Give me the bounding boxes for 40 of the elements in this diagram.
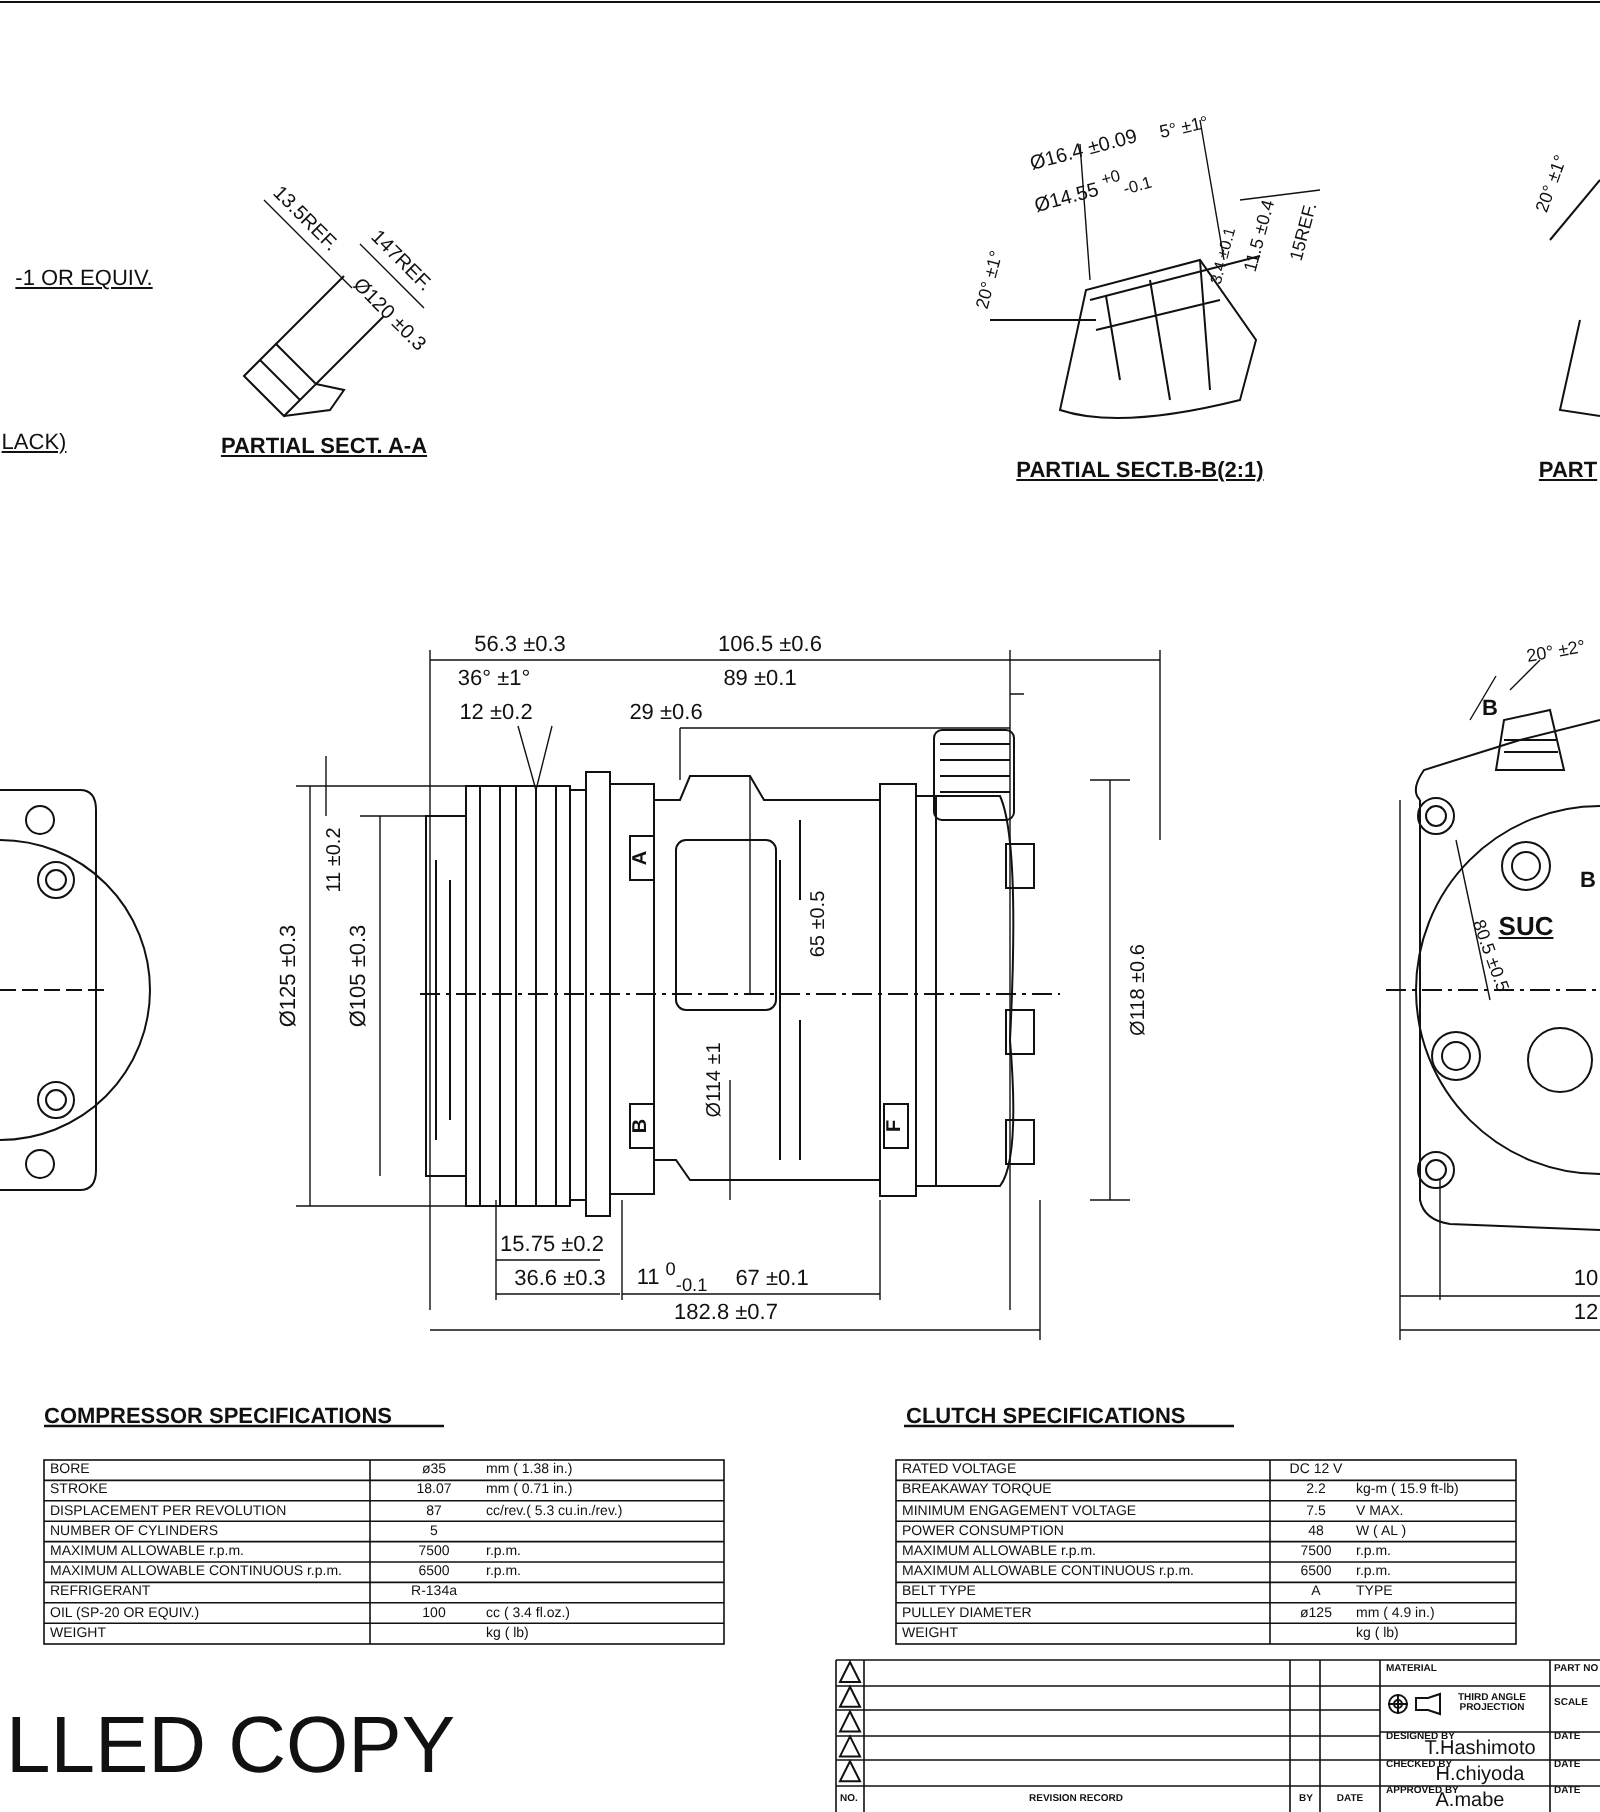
section-title: PARTIAL SECT.B-B(2:1) <box>1016 461 1264 483</box>
dimension-label: 106.5 ±0.6 <box>718 635 822 657</box>
dimension-label: 29 ±0.6 <box>629 703 703 725</box>
dimension-label: 12 ±0.2 <box>459 703 533 725</box>
dimension-label: 15.75 ±0.2 <box>500 1235 604 1257</box>
part-letter: A <box>632 850 652 866</box>
signature-name: T.Hashimoto <box>1424 1740 1536 1760</box>
signature-name: A.mabe <box>1435 1792 1505 1812</box>
part-letter: F <box>886 1119 906 1133</box>
dimension-label: Ø118 ±0.6 <box>1130 944 1150 1036</box>
table-title: CLUTCH SPECIFICATIONS <box>906 1407 1186 1429</box>
section-title: PART <box>1538 461 1598 483</box>
dimension-label: Ø125 ±0.3 <box>279 924 301 1028</box>
dimension-label: 89 ±0.1 <box>723 669 797 691</box>
dimension-label: 20° ±2° <box>1525 638 1587 666</box>
dimension-label: 65 ±0.5 <box>810 890 830 958</box>
note-text: -1 OR EQUIV. <box>15 269 153 291</box>
table-title: COMPRESSOR SPECIFICATIONS <box>44 1407 392 1429</box>
dimension-label: 11 ±0.2 <box>326 827 346 893</box>
dimension-label: Ø105 ±0.3 <box>349 924 371 1028</box>
dimension-label: 5° ±1° <box>1158 114 1210 142</box>
dimension-label: 56.3 ±0.3 <box>474 635 566 657</box>
dimension-label: 36° ±1° <box>457 669 531 691</box>
dimension-label: 182.8 ±0.7 <box>674 1303 778 1325</box>
dimension-label: 15REF. <box>1287 201 1321 263</box>
dimension-label: 67 ±0.1 <box>735 1269 809 1291</box>
dimension-label: 10 <box>1573 1269 1599 1291</box>
port-label: SUC <box>1498 913 1554 939</box>
dimension-label: 20° ±1° <box>1533 153 1571 215</box>
note-text: LACK) <box>1 433 67 455</box>
section-marker: B <box>1580 871 1596 893</box>
dimension-label: 12 <box>1573 1303 1599 1325</box>
section-marker: B <box>1482 699 1498 721</box>
dimension-label: 20° ±1° <box>973 249 1007 311</box>
dimension-label: 36.6 ±0.3 <box>514 1269 606 1291</box>
part-letter: B <box>632 1118 652 1134</box>
dimension-label: Ø114 ±1 <box>706 1042 726 1118</box>
signature-name: H.chiyoda <box>1435 1766 1525 1786</box>
section-title: PARTIAL SECT. A-A <box>220 437 428 459</box>
stamp-text: LLED COPY <box>6 1706 456 1786</box>
